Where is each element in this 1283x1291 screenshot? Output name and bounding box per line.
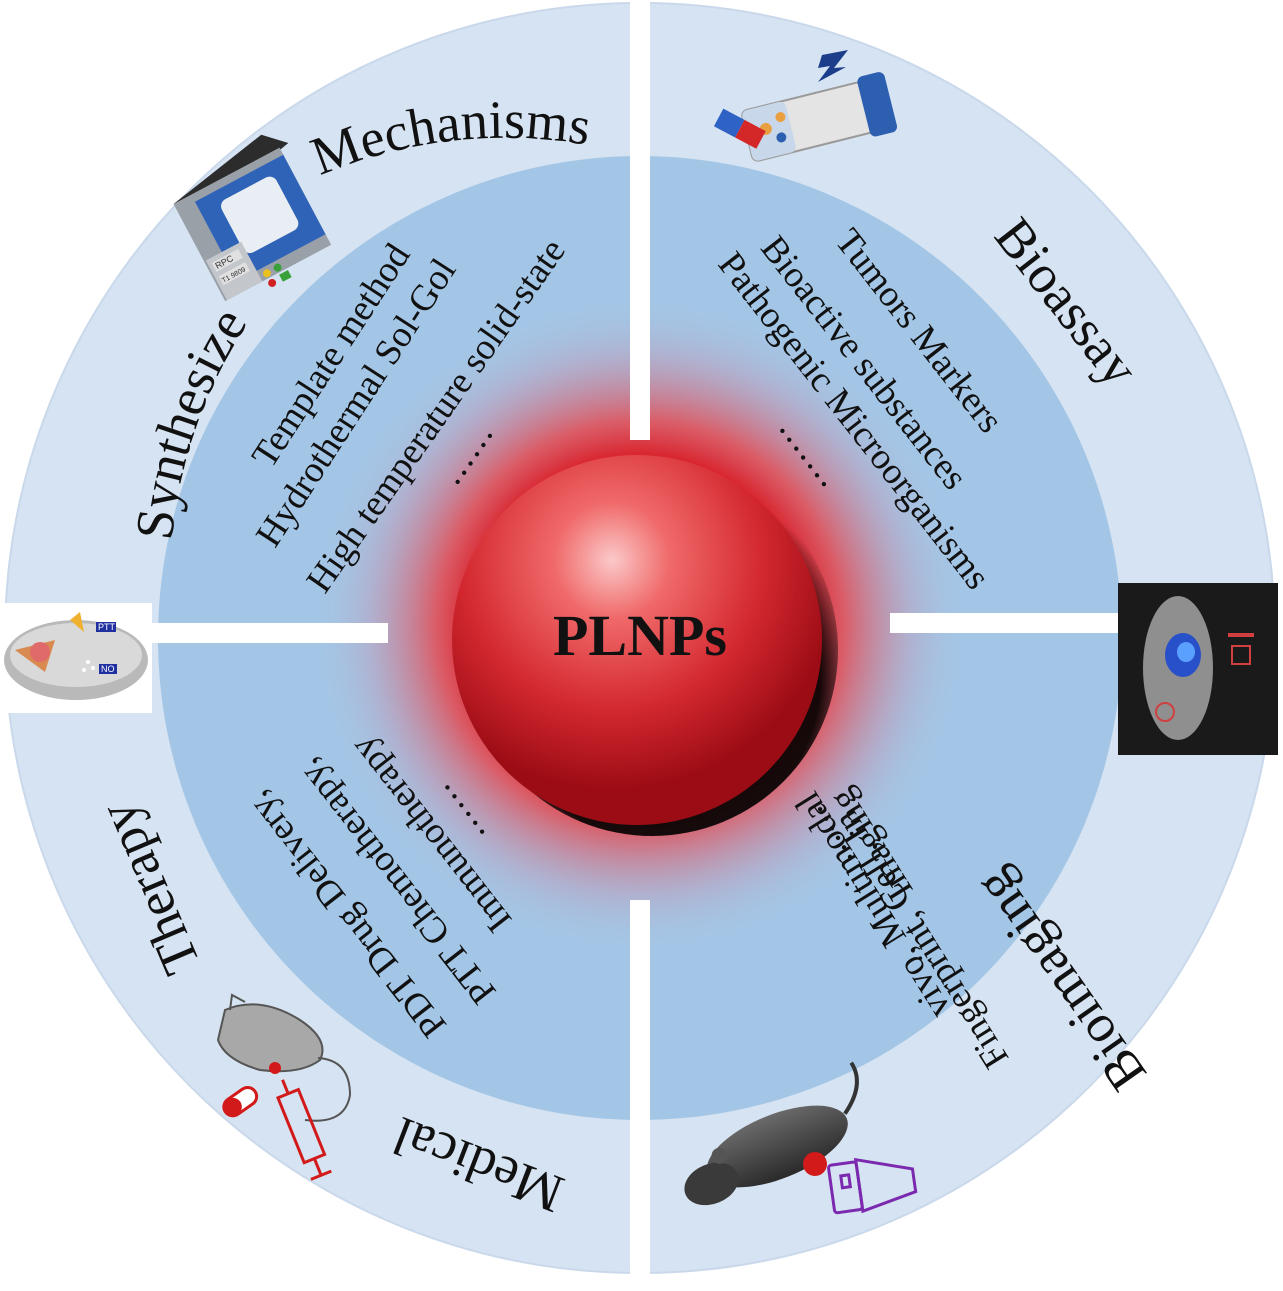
plnps-sphere <box>452 455 838 836</box>
svg-text:NO: NO <box>101 664 115 674</box>
svg-text:PTT: PTT <box>98 622 116 632</box>
vial-magnet-icon <box>713 50 898 162</box>
therapy-scheme-icon: PTT NO <box>0 603 152 713</box>
center-label: PLNPs <box>553 603 727 668</box>
quadrant-dividers <box>150 0 1130 1286</box>
mouse-flashlight-icon <box>684 1061 918 1215</box>
mouse-imaging-photo <box>1118 583 1278 755</box>
instrument-icon: RPC T1 9809 <box>173 134 332 302</box>
mouse-pill-syringe-icon <box>216 993 352 1181</box>
